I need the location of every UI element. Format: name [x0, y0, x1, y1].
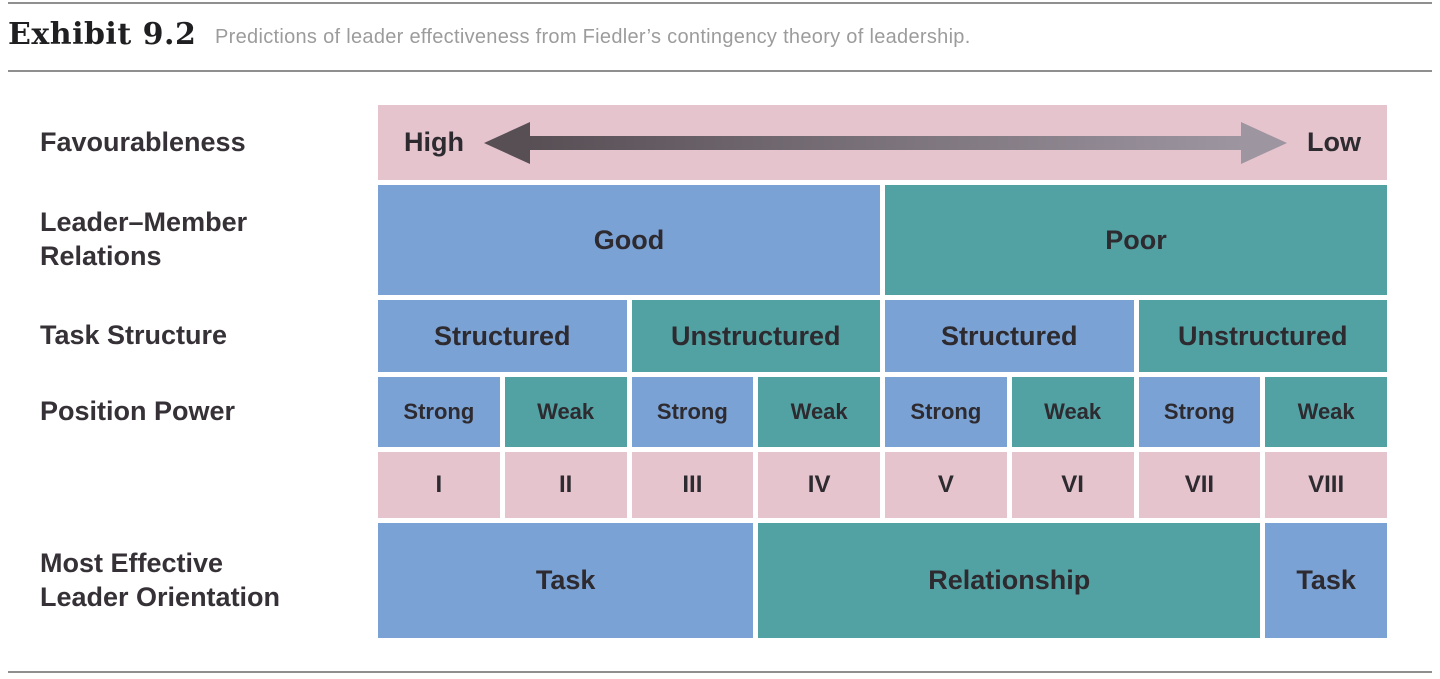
row-label-line: Task Structure — [40, 320, 228, 351]
task-structure-cell: Unstructured — [631, 300, 880, 372]
octant-cell: I — [378, 452, 500, 518]
row-label-line: Relations — [40, 241, 162, 271]
position-power-cell: Weak — [1011, 377, 1134, 447]
position-power-cell: Weak — [758, 377, 880, 447]
low-label: Low — [1307, 127, 1361, 157]
position-power-cell: Strong — [885, 377, 1007, 447]
orientation-cell-task-right: Task — [1265, 523, 1387, 638]
row-label-position-power: Position Power — [40, 377, 235, 447]
position-power-cell: Weak — [504, 377, 627, 447]
row-label-line: Most Effective — [40, 547, 224, 578]
position-power-cell: Strong — [631, 377, 754, 447]
task-structure-cell: Structured — [378, 300, 627, 372]
octant-cell: VIII — [1265, 452, 1387, 518]
left-arrowhead-icon — [484, 121, 530, 164]
octant-cell: VII — [1138, 452, 1261, 518]
high-label: High — [404, 127, 464, 157]
favourableness-arrow — [484, 121, 1287, 164]
octant-cell: VI — [1011, 452, 1134, 518]
favourableness-row: High Low — [378, 105, 1387, 180]
right-arrowhead-icon — [1241, 121, 1287, 164]
relations-cell-good: Good — [378, 185, 880, 295]
exhibit-number: Exhibit 9.2 — [8, 17, 197, 52]
top-rule — [8, 2, 1432, 4]
octant-cell: V — [885, 452, 1007, 518]
task-structure-cell: Structured — [885, 300, 1134, 372]
position-power-cell: Weak — [1265, 377, 1387, 447]
header-divider-rule — [8, 70, 1432, 72]
octant-cell: III — [631, 452, 754, 518]
orientation-cell-task-left: Task — [378, 523, 754, 638]
row-label-line: Leader–Member — [40, 207, 248, 238]
row-label-leader-member-relations: Leader–Member Relations — [40, 185, 247, 295]
contingency-grid: High Low Good Poor Structured Unstructur… — [378, 105, 1387, 638]
row-label-favourableness: Favourableness — [40, 105, 246, 180]
orientation-cell-relationship: Relationship — [758, 523, 1261, 638]
arrow-shaft — [528, 135, 1243, 150]
octant-cell: IV — [758, 452, 880, 518]
row-label-line: Favourableness — [40, 126, 246, 157]
position-power-cell: Strong — [378, 377, 500, 447]
row-label-task-structure: Task Structure — [40, 300, 227, 372]
relations-cell-poor: Poor — [885, 185, 1387, 295]
octant-cell: II — [504, 452, 627, 518]
row-label-most-effective-leader-orientation: Most Effective Leader Orientation — [40, 523, 280, 638]
bottom-rule — [8, 671, 1432, 673]
row-label-line: Position Power — [40, 396, 236, 427]
row-label-line: Leader Orientation — [40, 581, 281, 612]
position-power-cell: Strong — [1138, 377, 1261, 447]
task-structure-cell: Unstructured — [1138, 300, 1387, 372]
exhibit-caption: Predictions of leader effectiveness from… — [215, 26, 971, 48]
